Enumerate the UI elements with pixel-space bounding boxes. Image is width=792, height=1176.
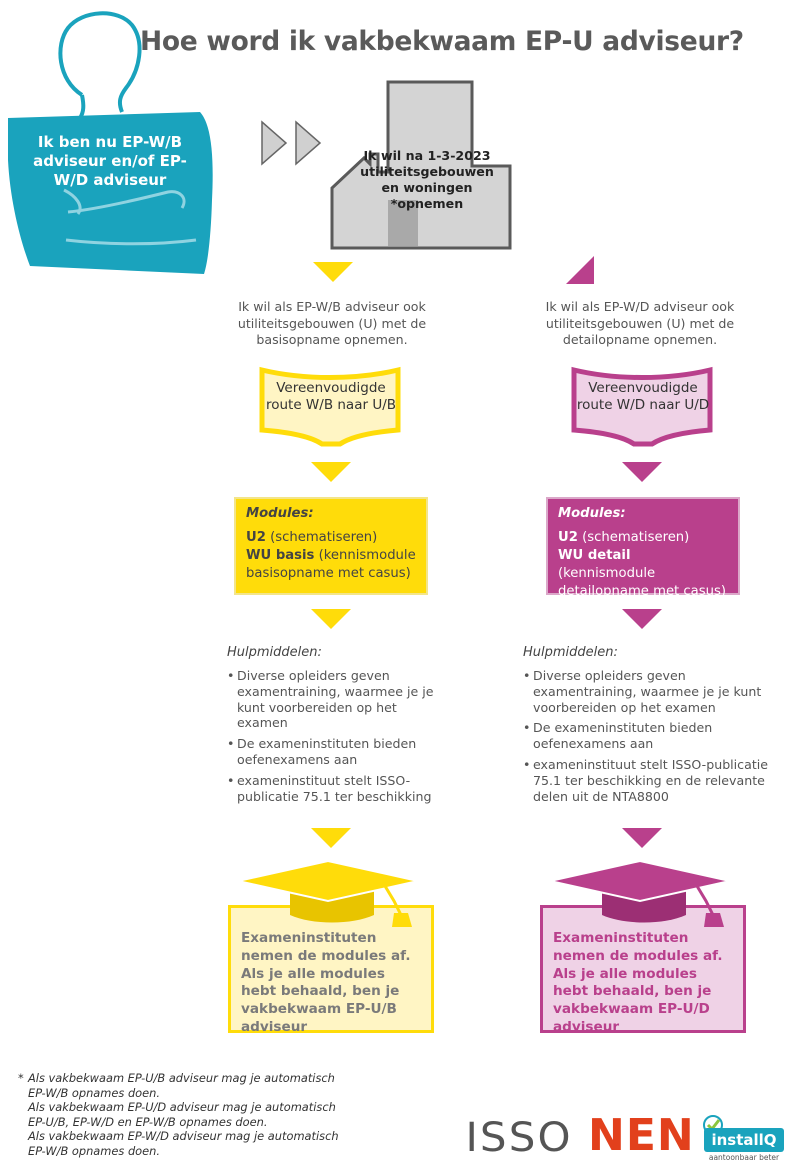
building-house-icon — [330, 80, 512, 250]
module-desc: (schematiseren) — [577, 530, 690, 545]
installq-tagline: aantoonbaar beter — [708, 1153, 780, 1162]
right-modules-box: Modules: U2 (schematiseren) WU detail (k… — [546, 497, 740, 599]
left-modules-box: Modules: U2 (schematiseren) WU basis (ke… — [234, 497, 428, 595]
left-intro: Ik wil als EP-W/B adviseur ook utiliteit… — [237, 299, 427, 347]
arrow-down-yellow-icon — [311, 609, 351, 629]
footnote-text: Als vakbekwaam EP-U/B adviseur mag je au… — [28, 1071, 339, 1158]
hulpmiddel-item: De exameninstituten bieden oefenexamens … — [523, 720, 773, 752]
hulpmiddel-item: exameninstituut stelt ISSO-publicatie 75… — [523, 757, 773, 804]
right-hulpmiddelen: Hulpmiddelen: Diverse opleiders geven ex… — [523, 645, 773, 809]
footnote: * Als vakbekwaam EP-U/B adviseur mag je … — [18, 1071, 398, 1159]
module-code: U2 — [246, 530, 266, 545]
right-route-book — [571, 366, 713, 447]
hulpmiddel-item: Diverse opleiders geven examentraining, … — [523, 668, 773, 715]
installq-logo: installQ aantoonbaar beter — [702, 1114, 786, 1164]
left-route-text: Vereenvoudigde route W/B naar U/B — [265, 380, 397, 413]
module-code: WU basis — [246, 548, 315, 563]
isso-logo: ISSO — [465, 1115, 573, 1161]
installq-wordmark: installQ — [704, 1128, 784, 1152]
hulpmiddel-item: De exameninstituten bieden oefenexamens … — [227, 736, 442, 768]
arrow-down-yellow-icon — [313, 262, 353, 282]
arrow-down-yellow-icon — [311, 462, 351, 482]
module-item: WU basis (kennismodule basisopname met c… — [246, 547, 416, 583]
module-item: U2 (schematiseren) — [558, 529, 728, 547]
arrow-corner-magenta-icon — [566, 256, 594, 284]
nen-logo: NEN — [588, 1110, 695, 1161]
module-item: WU detail (kennismodule detailopname met… — [558, 547, 728, 601]
person-text: Ik ben nu EP-W/B adviseur en/of EP-W/D a… — [33, 133, 187, 189]
left-hulpmiddelen: Hulpmiddelen: Diverse opleiders geven ex… — [227, 645, 442, 809]
graduation-cap-yellow-icon — [237, 859, 419, 927]
house-text: Ik wil na 1-3-2023 utiliteitsgebouwen en… — [360, 148, 494, 211]
modules-heading: Modules: — [246, 506, 314, 521]
footnote-star: * — [18, 1071, 24, 1085]
double-arrow-icon — [261, 120, 322, 166]
module-item: U2 (schematiseren) — [246, 529, 416, 547]
modules-heading: Modules: — [558, 506, 626, 521]
hulpmiddel-item: exameninstituut stelt ISSO-publicatie 75… — [227, 773, 442, 805]
module-desc: (kennismodule basisopname met casus) — [246, 548, 416, 581]
page-title: Hoe word ik vakbekwaam EP-U adviseur? — [140, 26, 744, 57]
hulpmiddelen-heading: Hulpmiddelen: — [523, 645, 618, 660]
arrow-down-yellow-icon — [311, 828, 351, 848]
module-code: WU detail — [558, 548, 631, 563]
right-route-text: Vereenvoudigde route W/D naar U/D — [576, 380, 710, 413]
arrow-down-magenta-icon — [622, 462, 662, 482]
module-desc: (kennismodule detailopname met casus) — [558, 566, 726, 599]
hulpmiddel-item: Diverse opleiders geven examentraining, … — [227, 668, 442, 731]
graduation-cap-magenta-icon — [549, 859, 731, 927]
module-code: U2 — [558, 530, 578, 545]
arrow-down-magenta-icon — [622, 609, 662, 629]
module-desc: (schematiseren) — [265, 530, 378, 545]
right-intro: Ik wil als EP-W/D adviseur ook utiliteit… — [545, 299, 735, 347]
left-route-book — [259, 366, 401, 447]
person-figure — [8, 11, 213, 274]
arrow-down-magenta-icon — [622, 828, 662, 848]
hulpmiddelen-heading: Hulpmiddelen: — [227, 645, 322, 660]
